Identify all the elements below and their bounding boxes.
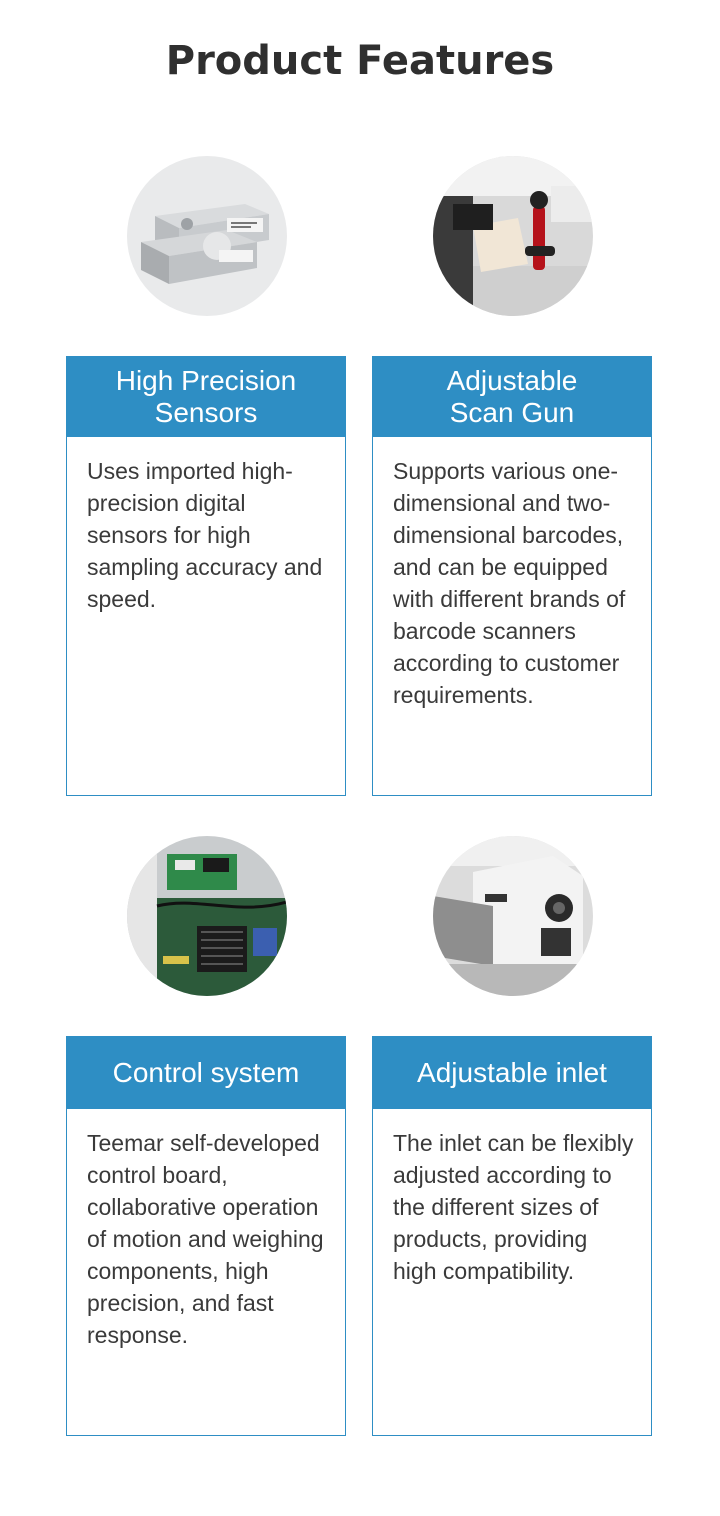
feature-card-description: The inlet can be flexibly adjusted accor… — [393, 1130, 634, 1284]
feature-card-header: Control system — [67, 1037, 345, 1109]
feature-card-description: Supports various one-dimensional and two… — [393, 458, 626, 708]
control-board-photo — [127, 836, 287, 996]
feature-card-adjustable-scan-gun: Adjustable Scan Gun Supports various one… — [372, 356, 652, 796]
feature-card-control-system: Control system Teemar self-developed con… — [66, 1036, 346, 1436]
machine-inlet-photo — [433, 836, 593, 996]
feature-card-header: High Precision Sensors — [67, 357, 345, 437]
feature-card-title: High Precision Sensors — [115, 365, 297, 428]
feature-card-title: Adjustable inlet — [417, 1057, 607, 1088]
feature-card-description: Uses imported high-precision digital sen… — [87, 458, 323, 612]
feature-card-title: Control system — [112, 1057, 300, 1088]
feature-card-header: Adjustable inlet — [373, 1037, 651, 1109]
feature-card-title: Adjustable Scan Gun — [446, 365, 578, 428]
feature-card-high-precision-sensors: High Precision Sensors Uses imported hig… — [66, 356, 346, 796]
feature-card-header: Adjustable Scan Gun — [373, 357, 651, 437]
feature-card-adjustable-inlet: Adjustable inlet The inlet can be flexib… — [372, 1036, 652, 1436]
scan-gun-mount-photo — [433, 156, 593, 316]
load-cell-sensor-photo — [127, 156, 287, 316]
feature-card-description: Teemar self-developed control board, col… — [87, 1130, 324, 1348]
page-title: Product Features — [165, 38, 555, 84]
